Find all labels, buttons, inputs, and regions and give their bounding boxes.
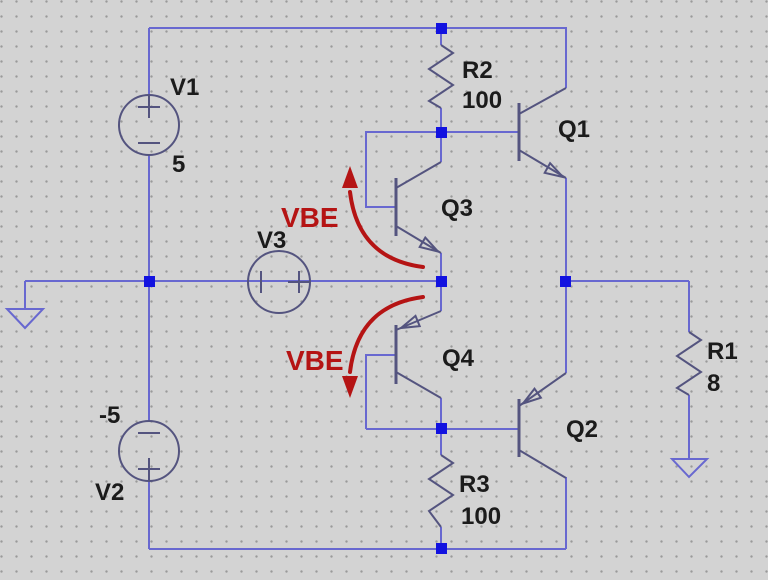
q4-label[interactable]: Q4	[442, 345, 475, 372]
q3-emitter-arrow-icon	[418, 235, 441, 254]
r3-label[interactable]: R3	[459, 471, 490, 498]
ground-right[interactable]	[669, 458, 710, 479]
q3-label[interactable]: Q3	[441, 195, 473, 222]
q4-collector-slant	[395, 371, 442, 399]
vbe-arrow-top	[342, 166, 425, 269]
transistor-q2[interactable]	[517, 372, 567, 479]
junction-center	[436, 276, 447, 287]
ground-left-symbol	[4, 308, 46, 330]
q3-collector-slant	[395, 161, 442, 189]
junctions	[144, 23, 571, 554]
r2-value[interactable]: 100	[462, 87, 502, 114]
v1-value[interactable]: 5	[172, 151, 185, 178]
vbe-bottom-label[interactable]: VBE	[286, 345, 344, 376]
transistor-q4[interactable]	[394, 310, 442, 399]
r1-zigzag	[675, 331, 703, 396]
v1-label[interactable]: V1	[170, 74, 199, 101]
junction-top	[436, 23, 447, 34]
q1-emitter-slant	[518, 149, 567, 179]
r1-value[interactable]: 8	[707, 370, 720, 397]
q1-collector-slant	[518, 87, 567, 115]
r2-zigzag	[427, 44, 455, 109]
ground-right-symbol	[669, 458, 710, 479]
v2-label[interactable]: V2	[95, 479, 124, 506]
junction-left-mid	[144, 276, 155, 287]
q2-emitter-arrow-icon	[520, 387, 543, 406]
v2-value[interactable]: -5	[99, 402, 120, 429]
vbe-arrow-bottom-head-icon	[342, 376, 358, 398]
wire-q4-base-loop[interactable]	[365, 354, 396, 429]
voltage-source-v3[interactable]	[247, 250, 311, 314]
resistor-r1[interactable]	[675, 331, 703, 396]
transistor-q3[interactable]	[394, 161, 442, 254]
v3-plus-icon	[288, 271, 310, 293]
v2-body	[118, 420, 180, 482]
junction-bottom	[436, 543, 447, 554]
voltage-source-v1[interactable]	[118, 94, 180, 156]
q4-emitter-arrow-icon	[397, 314, 422, 330]
resistor-r2[interactable]	[427, 44, 455, 109]
resistor-r3[interactable]	[427, 454, 455, 528]
q1-label[interactable]: Q1	[558, 116, 590, 143]
junction-output	[560, 276, 571, 287]
v1-plus-icon	[138, 96, 160, 118]
q2-emitter-slant	[518, 372, 567, 407]
vbe-arrow-bottom	[342, 295, 425, 398]
q1-emitter-arrow-icon	[543, 161, 566, 179]
r3-zigzag	[427, 454, 455, 528]
r3-value[interactable]: 100	[461, 503, 501, 530]
vbe-top-label[interactable]: VBE	[281, 202, 339, 233]
transistor-q1[interactable]	[517, 87, 567, 179]
v1-body	[118, 94, 180, 156]
junction-q1-base	[436, 127, 447, 138]
voltage-source-v2[interactable]	[118, 420, 180, 482]
wire-q3-base-loop[interactable]	[365, 131, 441, 208]
v3-label[interactable]: V3	[257, 227, 286, 254]
q2-collector-slant	[518, 449, 567, 479]
ground-left[interactable]	[4, 308, 46, 330]
r1-label[interactable]: R1	[707, 338, 738, 365]
q2-label[interactable]: Q2	[566, 416, 598, 443]
vbe-arrow-top-head-icon	[342, 166, 358, 188]
vbe-arrow-bottom-curve	[348, 295, 425, 374]
v2-plus-icon	[138, 458, 160, 480]
r2-label[interactable]: R2	[462, 57, 493, 84]
junction-q2-base	[436, 423, 447, 434]
labels: V1 5 -5 V2 V3 R2 100 R3 100 R1 8 Q1 Q2 Q…	[95, 57, 738, 530]
q3-emitter-slant	[395, 225, 442, 254]
vbe-arrow-top-curve	[348, 190, 425, 269]
